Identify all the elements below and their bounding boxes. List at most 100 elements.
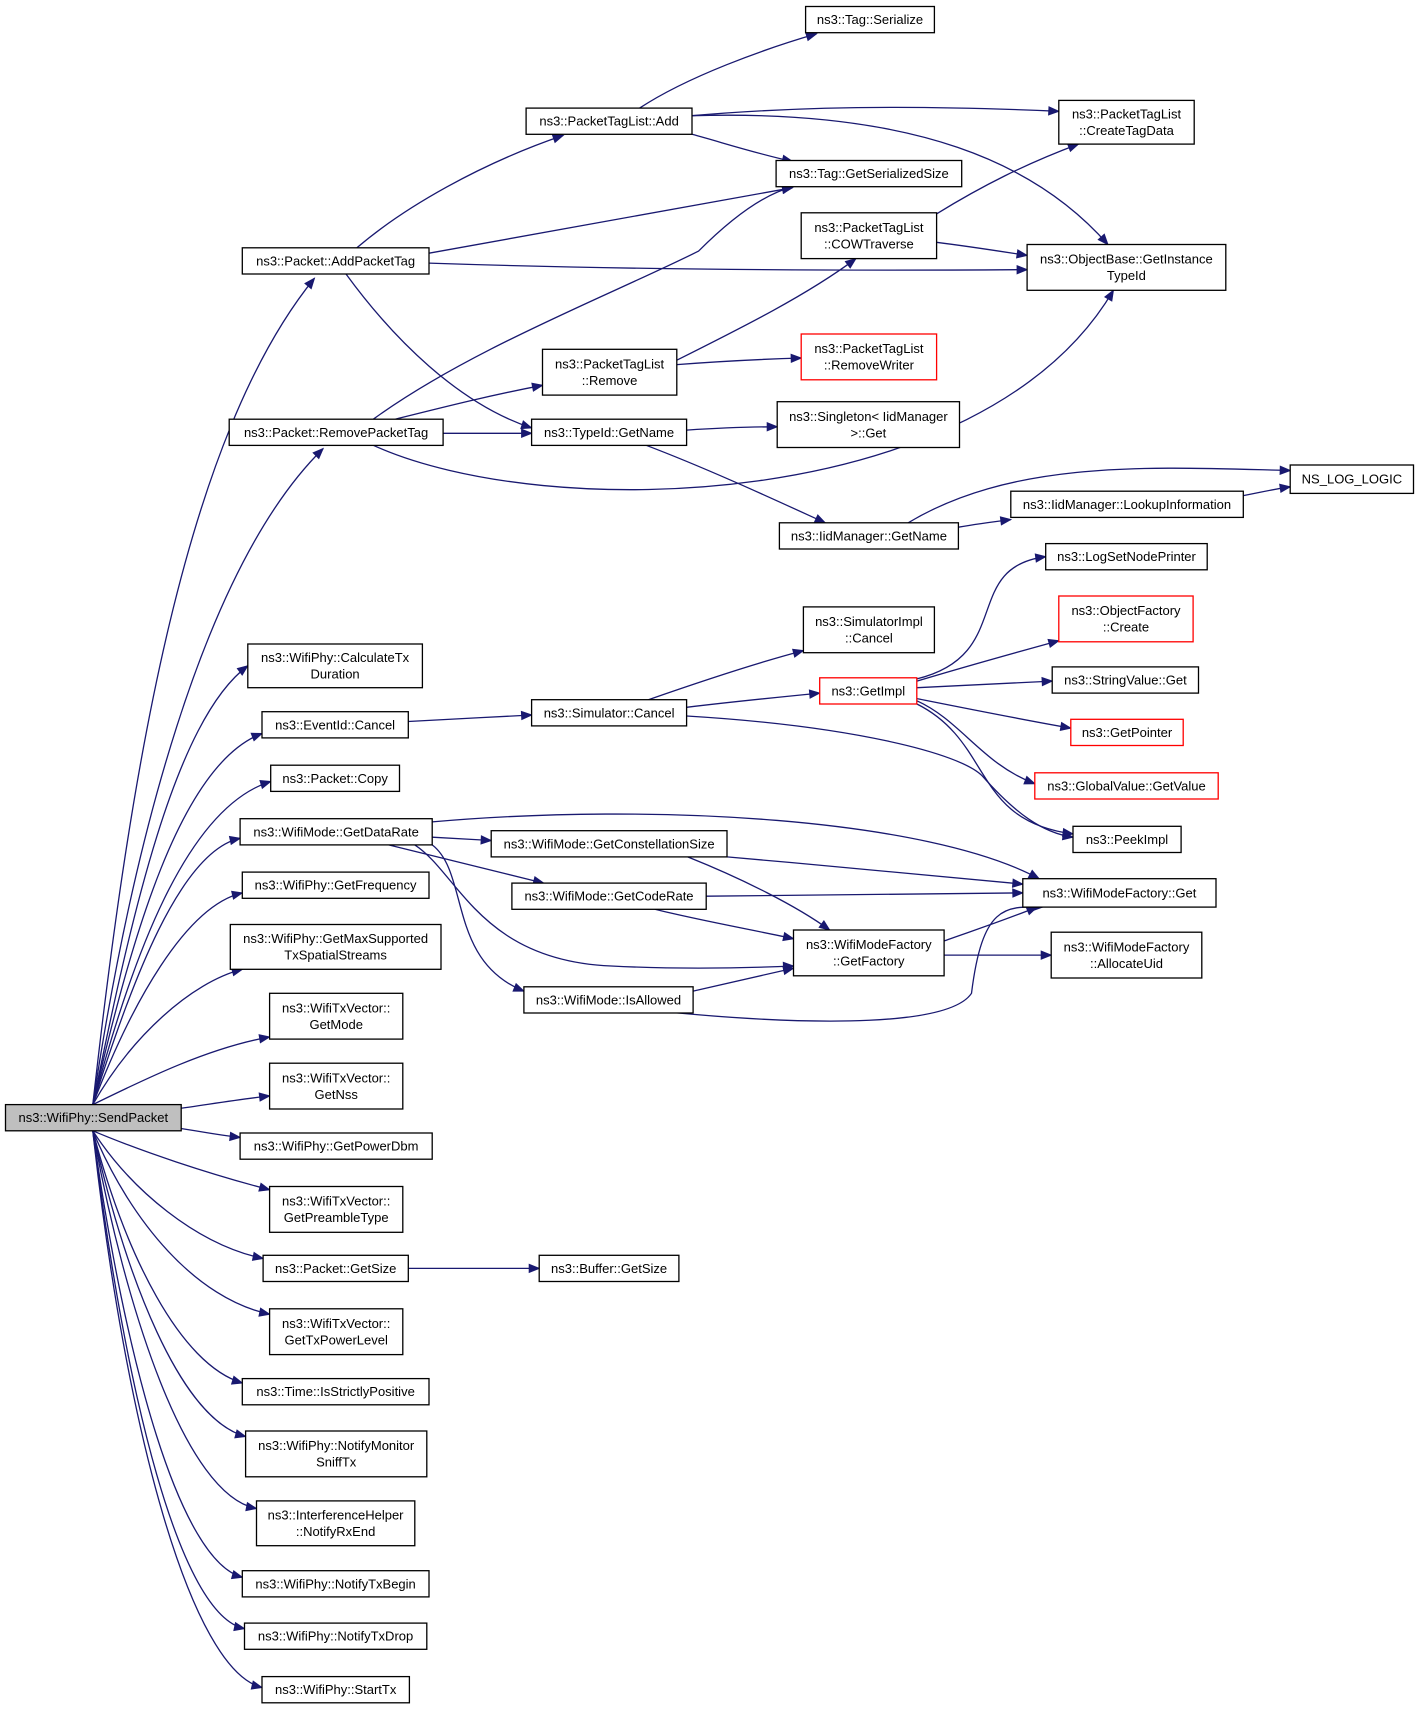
node-wifiphy-getfrequency[interactable]: ns3::WifiPhy::GetFrequency — [241, 871, 430, 899]
node-label: TypeId — [1107, 268, 1146, 283]
node-buffer-getsize[interactable]: ns3::Buffer::GetSize — [538, 1254, 680, 1283]
node-packet-removepackettag[interactable]: ns3::Packet::RemovePacketTag — [228, 418, 444, 447]
node-packet-copy[interactable]: ns3::Packet::Copy — [270, 764, 401, 793]
node-wifimodefactory-getfactory[interactable]: ns3::WifiModeFactory::GetFactory — [792, 929, 945, 977]
node-wifitxvector-getmode[interactable]: ns3::WifiTxVector::GetMode — [268, 992, 404, 1040]
arrowhead-icon — [236, 664, 249, 676]
node-wifimode-getcoderate[interactable]: ns3::WifiMode::GetCodeRate — [511, 882, 707, 910]
edge-wifimode-getconstellationsize-to-wifimodefactory-get — [726, 856, 1025, 888]
node-label: ns3::Buffer::GetSize — [551, 1261, 667, 1276]
node-ptl-removewriter[interactable]: ns3::PacketTagList::RemoveWriter — [800, 333, 938, 381]
node-sendpacket[interactable]: ns3::WifiPhy::SendPacket — [4, 1103, 182, 1132]
node-box — [1051, 666, 1200, 694]
node-tag-serialize[interactable]: ns3::Tag::Serialize — [804, 5, 936, 34]
node-wifimodefactory-get[interactable]: ns3::WifiModeFactory::Get — [1022, 878, 1217, 908]
node-iidmanager-getname[interactable]: ns3::IidManager::GetName — [778, 522, 960, 550]
node-wifitxvector-gettxpowerlevel[interactable]: ns3::WifiTxVector::GetTxPowerLevel — [268, 1308, 404, 1356]
node-simulator-cancel[interactable]: ns3::Simulator::Cancel — [530, 699, 688, 727]
arrowhead-icon — [234, 1429, 247, 1439]
node-objectfactory-create[interactable]: ns3::ObjectFactory::Create — [1058, 595, 1194, 643]
node-typeid-getname[interactable]: ns3::TypeId::GetName — [530, 418, 688, 447]
node-packet-addpackettag[interactable]: ns3::Packet::AddPacketTag — [241, 247, 430, 275]
edge-line — [686, 692, 820, 708]
arrowhead-icon — [258, 1034, 271, 1044]
node-box — [268, 1308, 404, 1356]
node-wifiphy-getpowerdbm[interactable]: ns3::WifiPhy::GetPowerDbm — [239, 1132, 433, 1160]
node-label: ns3::InterferenceHelper — [268, 1508, 405, 1523]
node-label: ns3::SimulatorImpl — [815, 614, 923, 629]
edge-line — [92, 448, 324, 1105]
node-interferencehelper-notifyrxend[interactable]: ns3::InterferenceHelper::NotifyRxEnd — [255, 1500, 416, 1547]
arrowhead-icon — [520, 710, 533, 721]
arrowhead-icon — [1040, 950, 1053, 960]
arrowhead-icon — [480, 835, 493, 845]
edge-ptl-remove-to-ptl-removewriter — [676, 353, 803, 366]
arrowhead-icon — [1059, 721, 1073, 731]
node-box — [261, 1675, 411, 1704]
node-ptl-add[interactable]: ns3::PacketTagList::Add — [525, 107, 693, 135]
node-globalvalue-getvalue[interactable]: ns3::GlobalValue::GetValue — [1034, 772, 1219, 800]
edge-line — [936, 241, 1028, 257]
edge-line — [691, 133, 793, 163]
node-box — [239, 1132, 433, 1160]
node-label: ns3::PeekImpl — [1086, 832, 1168, 847]
edge-sendpacket-to-eventid-cancel — [92, 732, 264, 1105]
arrowhead-icon — [259, 780, 272, 790]
edge-line — [654, 908, 794, 940]
edge-wifimode-isallowed-to-wifimodefactory-getfactory — [692, 965, 795, 992]
node-time-isstrictlypositive[interactable]: ns3::Time::IsStrictlyPositive — [241, 1377, 430, 1406]
node-wifimodefactory-allocateuid[interactable]: ns3::WifiModeFactory::AllocateUid — [1050, 931, 1203, 979]
node-wifimode-isallowed[interactable]: ns3::WifiMode::IsAllowed — [523, 986, 694, 1014]
edge-line — [726, 856, 1023, 885]
node-ptl-remove[interactable]: ns3::PacketTagList::Remove — [541, 348, 678, 396]
edge-line — [936, 143, 1079, 215]
node-label: ns3::LogSetNodePrinter — [1057, 549, 1196, 564]
arrowhead-icon — [233, 1621, 246, 1632]
node-tag-getserializedsize[interactable]: ns3::Tag::GetSerializedSize — [775, 159, 963, 188]
node-box — [1034, 772, 1219, 800]
node-peekimpl[interactable]: ns3::PeekImpl — [1072, 825, 1182, 854]
node-stringvalue-get[interactable]: ns3::StringValue::Get — [1051, 666, 1200, 694]
node-label: ns3::ObjectFactory — [1071, 603, 1181, 618]
node-iidmanager-lookupinformation[interactable]: ns3::IidManager::LookupInformation — [1010, 490, 1244, 519]
node-box — [800, 333, 938, 381]
node-wifitxvector-getpreambletype[interactable]: ns3::WifiTxVector::GetPreambleType — [268, 1185, 404, 1233]
node-label: ns3::WifiModeFactory::Get — [1042, 885, 1196, 900]
node-ptl-createtagdata[interactable]: ns3::PacketTagList::CreateTagData — [1058, 99, 1195, 145]
node-simulatorimpl-cancel[interactable]: ns3::SimulatorImpl::Cancel — [802, 606, 936, 654]
node-label: ns3::WifiMode::GetConstellationSize — [504, 836, 715, 851]
edge-line — [916, 556, 1046, 680]
node-ptl-cowtraverse[interactable]: ns3::PacketTagList::COWTraverse — [800, 212, 938, 260]
edge-getimpl-to-getpointer — [916, 697, 1073, 731]
node-label: ns3::WifiModeFactory — [806, 937, 932, 952]
node-label: ns3::Packet::Copy — [282, 771, 388, 786]
arrowhead-icon — [230, 1375, 244, 1385]
node-wifitxvector-getnss[interactable]: ns3::WifiTxVector::GetNss — [268, 1062, 404, 1110]
node-wifiphy-notifytxbegin[interactable]: ns3::WifiPhy::NotifyTxBegin — [241, 1570, 430, 1598]
node-logsetnodeprinter[interactable]: ns3::LogSetNodePrinter — [1045, 542, 1208, 571]
edge-line — [686, 715, 1074, 838]
node-packet-getsize[interactable]: ns3::Packet::GetSize — [262, 1254, 409, 1283]
node-box — [229, 923, 442, 970]
node-ns-log-logic[interactable]: NS_LOG_LOGIC — [1289, 464, 1415, 495]
node-getpointer[interactable]: ns3::GetPointer — [1070, 718, 1184, 747]
arrowhead-icon — [805, 32, 818, 42]
node-wifimode-getdatarate[interactable]: ns3::WifiMode::GetDataRate — [239, 818, 433, 846]
edge-eventid-cancel-to-simulator-cancel — [408, 710, 533, 723]
arrowhead-icon — [813, 514, 827, 524]
edge-line — [676, 258, 857, 361]
edge-simulator-cancel-to-peekimpl — [686, 715, 1075, 841]
node-wifimode-getconstellationsize[interactable]: ns3::WifiMode::GetConstellationSize — [490, 830, 728, 858]
node-eventid-cancel[interactable]: ns3::EventId::Cancel — [261, 711, 409, 739]
node-singleton-get[interactable]: ns3::Singleton< IidManager>::Get — [776, 401, 961, 449]
node-wifiphy-getmaxsupportedtxspatialstreams[interactable]: ns3::WifiPhy::GetMaxSupportedTxSpatialSt… — [229, 923, 442, 970]
node-getimpl[interactable]: ns3::GetImpl — [819, 677, 918, 705]
edge-line — [92, 1036, 270, 1106]
node-wifiphy-notifytxdrop[interactable]: ns3::WifiPhy::NotifyTxDrop — [243, 1622, 428, 1650]
node-wifiphy-starttx[interactable]: ns3::WifiPhy::StartTx — [261, 1675, 411, 1704]
arrowhead-icon — [818, 920, 831, 931]
edge-packet-addpackettag-to-typeid-getname — [345, 273, 533, 430]
